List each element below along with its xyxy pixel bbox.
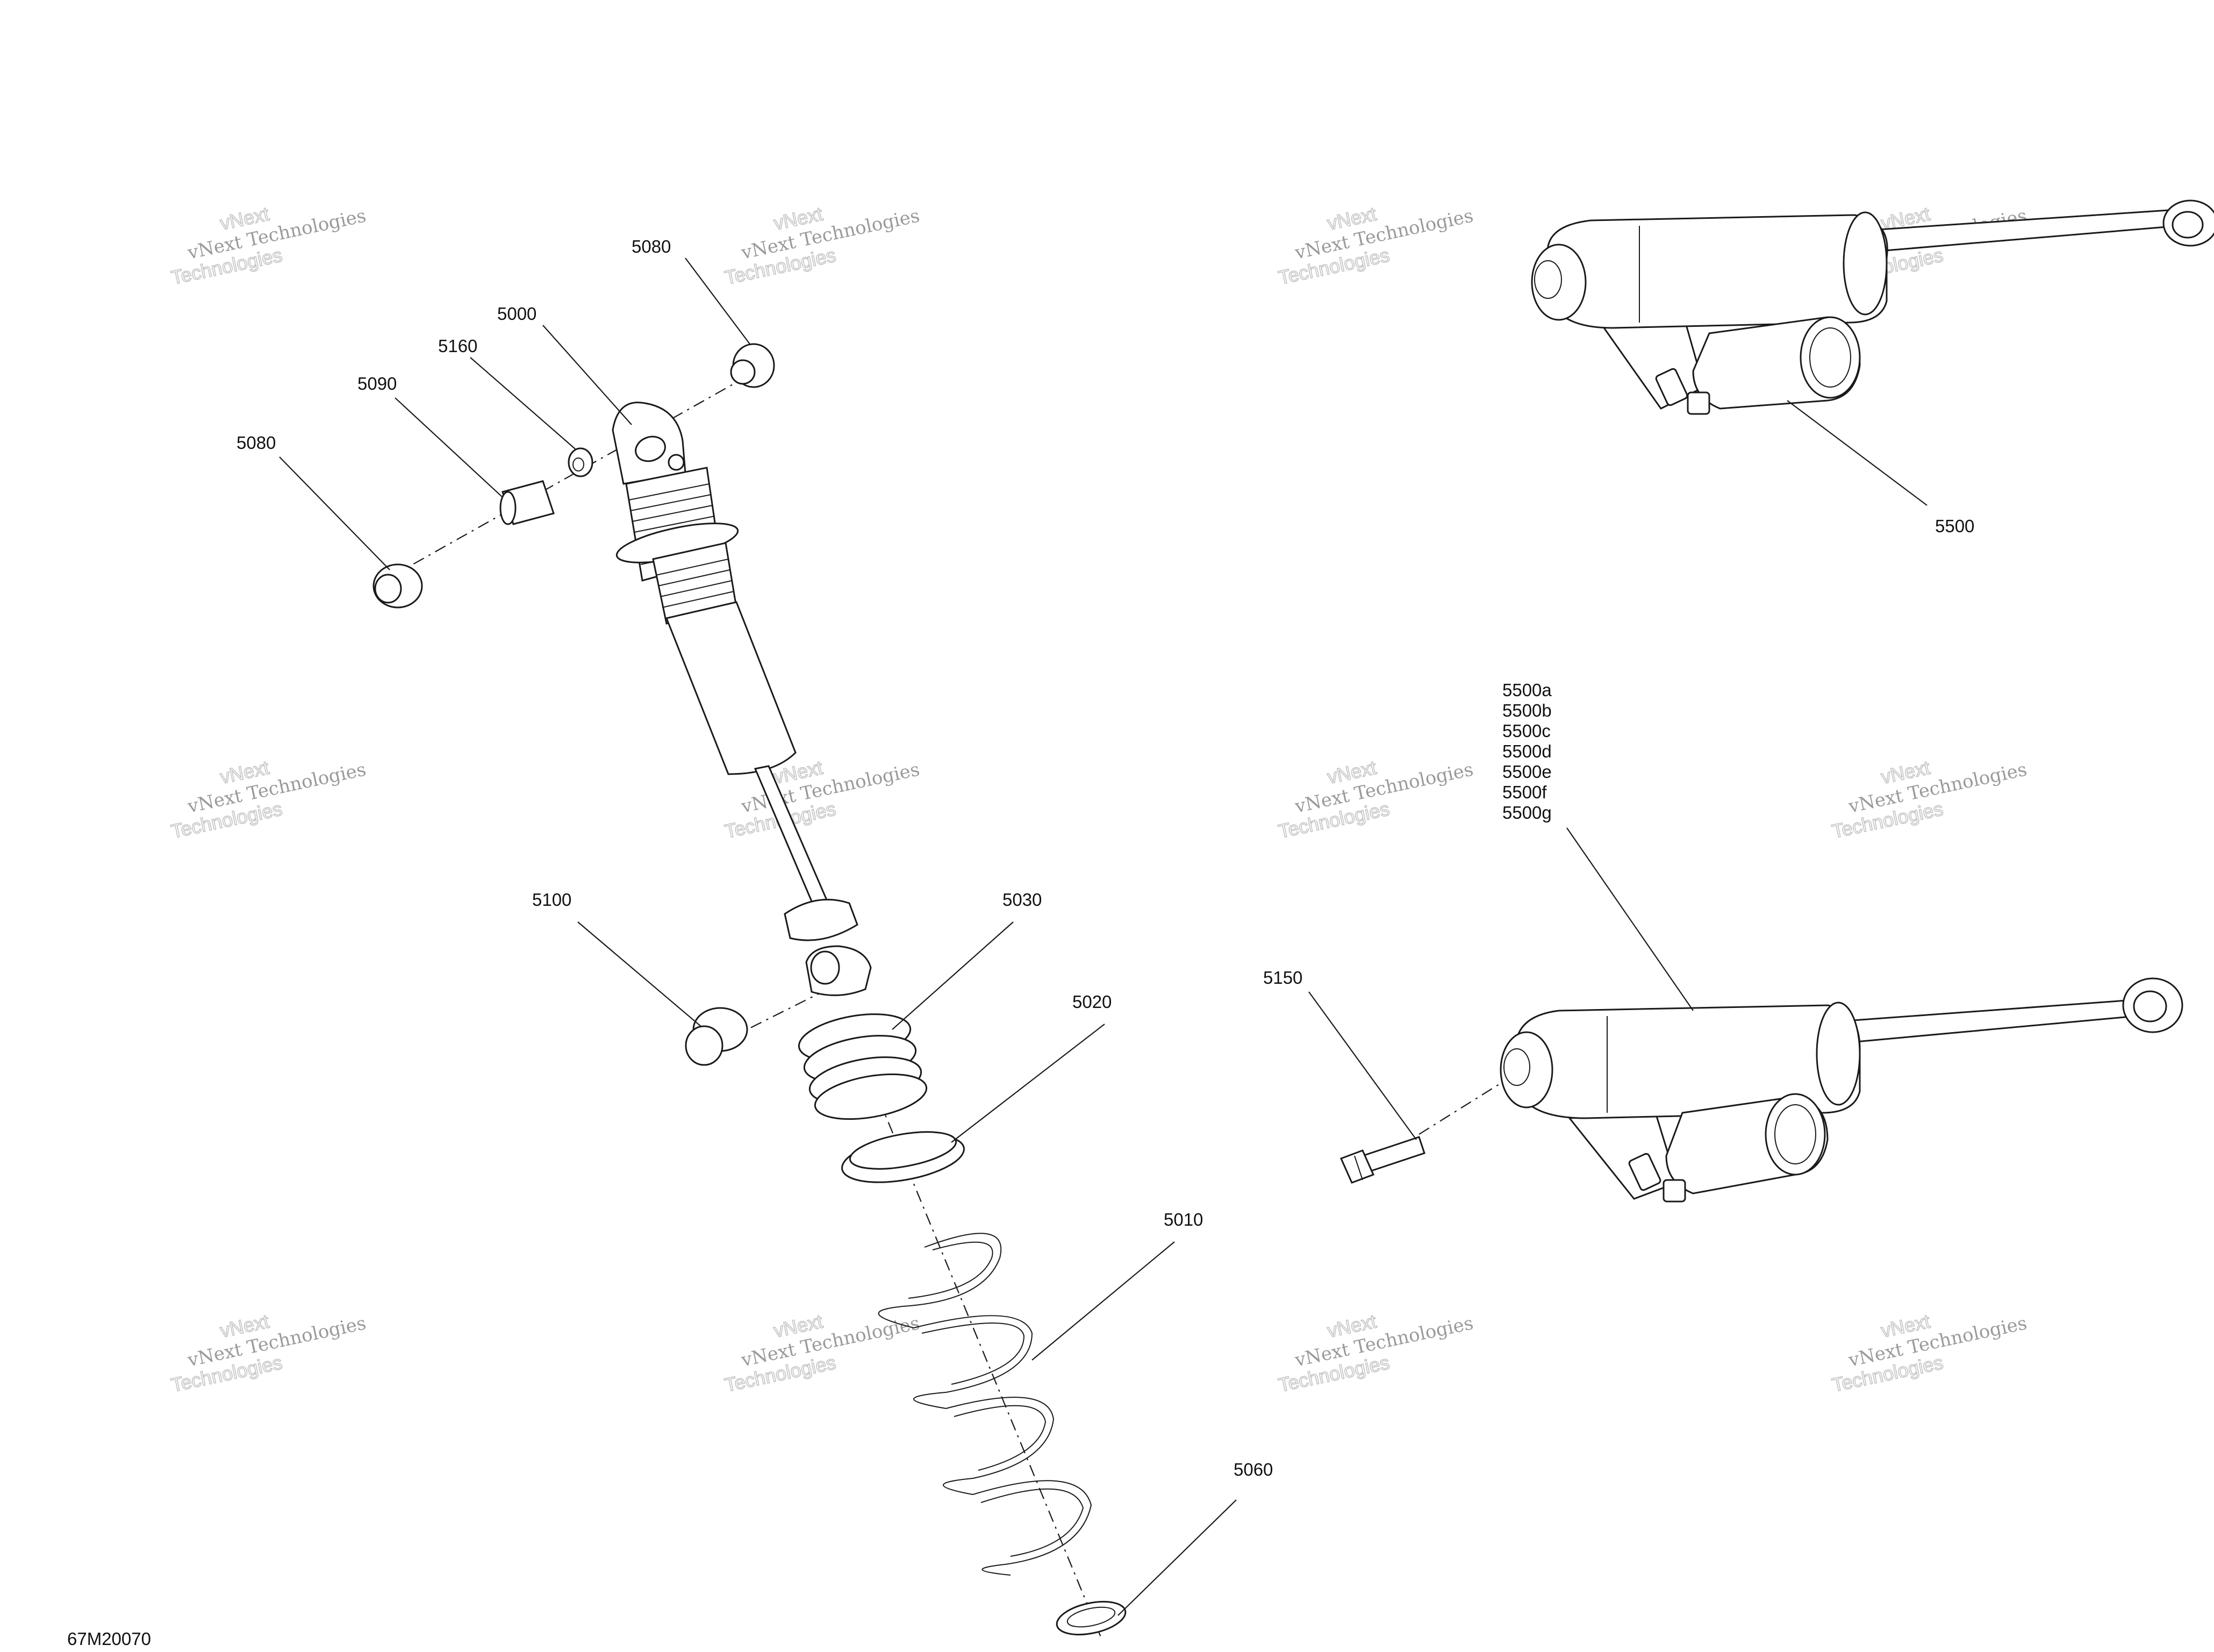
bushing-5100 bbox=[685, 1007, 748, 1066]
watermark: vNext vNext Technologies Technologies bbox=[1276, 1310, 1475, 1397]
watermark: vNext vNext Technologies Technologies bbox=[722, 202, 922, 289]
watermark: vNext vNext Technologies Technologies bbox=[722, 1310, 922, 1397]
bushing-5080-top bbox=[730, 343, 775, 388]
sleeve-5090 bbox=[499, 480, 555, 525]
label-5500d: 5500d bbox=[1502, 741, 1552, 761]
label-5100: 5100 bbox=[532, 890, 571, 910]
label-5000: 5000 bbox=[497, 304, 536, 324]
label-5500g: 5500g bbox=[1502, 803, 1552, 823]
label-5500f: 5500f bbox=[1502, 782, 1547, 802]
watermark: vNext vNext Technologies Technologies bbox=[1276, 202, 1475, 289]
spring-preload-5030 bbox=[798, 1013, 928, 1120]
part-labels: 5080 5000 5160 5090 5080 5100 5030 5020 … bbox=[67, 237, 1974, 1649]
label-5150: 5150 bbox=[1263, 968, 1302, 988]
bolt-5150 bbox=[1339, 1136, 1425, 1184]
watermark: vNext vNext Technologies Technologies bbox=[1830, 756, 2029, 843]
label-5060: 5060 bbox=[1234, 1460, 1273, 1479]
watermark: vNext vNext Technologies Technologies bbox=[169, 756, 368, 843]
label-5500a: 5500a bbox=[1502, 680, 1552, 700]
label-5010: 5010 bbox=[1164, 1210, 1203, 1229]
label-5500c: 5500c bbox=[1502, 721, 1551, 741]
bushing-5080-left bbox=[372, 563, 423, 609]
spring-seat-5020 bbox=[841, 1131, 965, 1183]
washer-5160 bbox=[568, 447, 593, 477]
shock-assembly-5500-variants bbox=[1500, 977, 2183, 1203]
watermark: vNext vNext Technologies Technologies bbox=[169, 202, 368, 289]
retaining-clip-5060 bbox=[1056, 1600, 1127, 1636]
label-5080-top: 5080 bbox=[632, 237, 671, 256]
watermark: vNext vNext Technologies Technologies bbox=[1830, 1310, 2029, 1397]
label-5160: 5160 bbox=[438, 336, 477, 356]
rear-shock-absorber-5000 bbox=[612, 402, 872, 996]
watermark: vNext vNext Technologies Technologies bbox=[1276, 756, 1475, 843]
watermark: vNext vNext Technologies Technologies bbox=[169, 1310, 368, 1397]
label-5500e: 5500e bbox=[1502, 762, 1552, 782]
label-5500: 5500 bbox=[1935, 516, 1974, 536]
label-5500b: 5500b bbox=[1502, 700, 1552, 720]
label-5020: 5020 bbox=[1072, 992, 1112, 1012]
shock-assembly-5500 bbox=[1531, 199, 2214, 415]
leader-lines bbox=[279, 258, 1928, 1616]
drawing-number: 67M20070 bbox=[67, 1629, 151, 1649]
label-5080-left: 5080 bbox=[237, 433, 276, 453]
label-5030: 5030 bbox=[1002, 890, 1042, 910]
coil-spring-5010 bbox=[878, 1233, 1092, 1576]
label-5090: 5090 bbox=[357, 374, 397, 394]
